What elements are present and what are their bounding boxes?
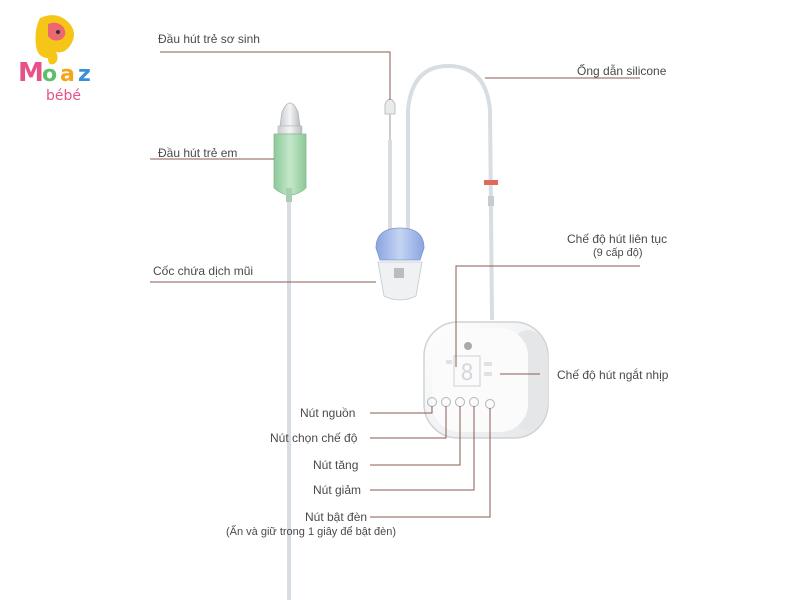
label-light-button: Nút bật đèn — [305, 510, 368, 524]
leader-lines — [150, 51, 640, 518]
label-mode-button: Nút chọn chế độ — [270, 431, 358, 445]
label-light-hint: (Ấn và giữ trong 1 giây để bật đèn) — [226, 526, 397, 538]
brand-logo: M o a z bébé — [10, 10, 120, 105]
label-mucus-cup: Cốc chứa dịch mũi — [153, 264, 254, 278]
label-decrease-button: Nút giảm — [313, 483, 362, 497]
label-continuous-mode: Chế độ hút liên tục — [567, 232, 668, 246]
brand-tagline: bébé — [46, 88, 81, 104]
label-newborn-tip: Đầu hút trẻ sơ sinh — [158, 32, 260, 46]
label-child-tip: Đầu hút trẻ em — [158, 146, 238, 160]
display-digit: 8 — [460, 361, 473, 386]
brand-letter-m: M — [18, 58, 44, 88]
newborn-tip — [384, 98, 396, 140]
main-unit: 8 — [423, 321, 549, 439]
elephant-icon — [35, 15, 74, 65]
brand-letter-a: a — [60, 62, 75, 87]
mucus-cup — [375, 227, 425, 301]
brand-letter-z: z — [78, 62, 91, 87]
label-pulse-mode: Chế độ hút ngắt nhịp — [557, 368, 669, 382]
label-continuous-levels: (9 cấp độ) — [593, 247, 643, 259]
child-tip — [273, 102, 307, 202]
label-increase-button: Nút tăng — [313, 458, 359, 472]
label-silicone-tube: Ống dẫn silicone — [577, 64, 667, 78]
device-logo-icon — [464, 342, 472, 350]
brand-letter-o: o — [42, 62, 58, 87]
label-power-button: Nút nguồn — [300, 406, 356, 420]
silicone-tube — [406, 63, 494, 321]
tube-clip — [484, 180, 498, 185]
